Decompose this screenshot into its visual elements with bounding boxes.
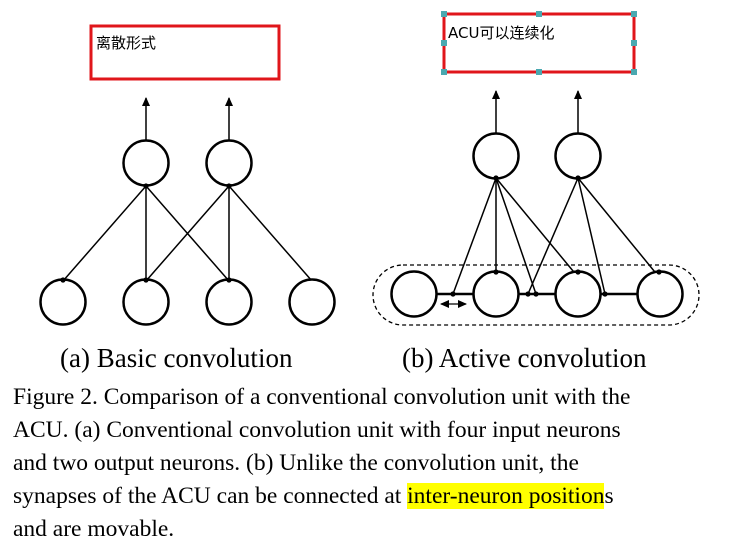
output-neuron: [554, 132, 602, 180]
input-neuron: [39, 278, 87, 326]
output-neuron: [205, 139, 253, 187]
input-neuron: [636, 270, 684, 318]
caption-text: synapses of the ACU can be connected at: [13, 483, 408, 509]
annotation-note-right[interactable]: ACU可以连续化: [448, 24, 555, 42]
subcaption-b: (b) Active convolution: [402, 343, 647, 373]
highlighted-text[interactable]: inter-neuron position: [407, 483, 605, 509]
caption-line: Figure 2. Comparison of a conventional c…: [13, 384, 631, 410]
input-neuron: [205, 278, 253, 326]
caption-line: and are movable.: [13, 516, 175, 542]
input-neuron: [122, 278, 170, 326]
handle-bottom-middle[interactable]: [536, 69, 542, 75]
output-neuron: [472, 132, 520, 180]
annotation-box-left: [89, 24, 281, 81]
handle-middle-right[interactable]: [631, 40, 637, 46]
caption-text: s: [604, 483, 614, 509]
handle-top-middle[interactable]: [536, 11, 542, 17]
synapse-line: [527, 177, 579, 295]
diagram-active-convolution: [372, 90, 700, 326]
selection-handles[interactable]: [441, 11, 637, 75]
annotation-note-left: 离散形式: [96, 34, 157, 52]
output-neuron: [122, 139, 170, 187]
input-neuron: [288, 278, 336, 326]
handle-bottom-right[interactable]: [631, 69, 637, 75]
input-neuron: [390, 270, 438, 318]
handle-bottom-left[interactable]: [441, 69, 447, 75]
handle-top-right[interactable]: [631, 11, 637, 17]
caption-line: and two output neurons. (b) Unlike the c…: [13, 450, 579, 476]
synapse-dots: [450, 175, 662, 297]
input-group-outline: [372, 264, 700, 326]
synapse-dots: [60, 183, 232, 283]
synapse-line: [577, 177, 660, 278]
caption-line: ACU. (a) Conventional convolution unit w…: [13, 417, 621, 443]
synapse-line: [452, 177, 497, 295]
subcaption-a: (a) Basic convolution: [60, 343, 293, 373]
input-neuron: [472, 270, 520, 318]
synapse-line: [495, 177, 579, 278]
figure-caption: Figure 2. Comparison of a conventional c…: [13, 381, 725, 546]
input-neuron: [554, 270, 602, 318]
synapse-line: [145, 185, 230, 282]
handle-top-left[interactable]: [441, 11, 447, 17]
synapse-line: [62, 185, 147, 282]
synapse-line: [228, 185, 313, 282]
diagram-basic-convolution: [39, 97, 336, 326]
figure-diagram: [39, 11, 700, 326]
synapse-line: [495, 177, 537, 295]
caption-line: synapses of the ACU can be connected at …: [13, 480, 725, 513]
synapse-line: [577, 177, 606, 295]
handle-middle-left[interactable]: [441, 40, 447, 46]
